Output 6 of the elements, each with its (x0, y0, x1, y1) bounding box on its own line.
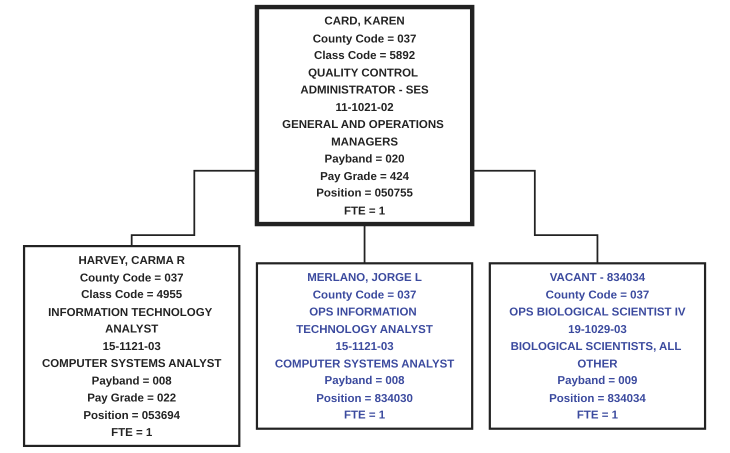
connector (472, 170, 599, 264)
node-box: CARD, KAREN County Code = 037 Class Code = 5892 QUALITY CONTROL ADMINISTRATOR - SES 11-1021-02 GENERAL AND OPERATIONS MANAGERS Payband = 020 Pay Grade = 424 Position = 050755 FTE = 1 (255, 4, 475, 226)
node-box: HARVEY, CARMA R County Code = 037 Class Code = 4955 INFORMATION TECHNOLOGY ANALYST 15-1121-03 COMPUTER SYSTEMS ANALYST Payband = 008 Pay Grade = 022 Position = 053694 FTE = 1 (23, 245, 241, 448)
node-box: VACANT - 834034 County Code = 037 OPS BIOLOGICAL SCIENTIST IV 19-1029-03 BIOLOGICAL SCIENTISTS, ALL OTHER Payband = 009 Position = 834034 FTE = 1 (489, 262, 707, 430)
node-box: MERLANO, JORGE L County Code = 037 OPS INFORMATION TECHNOLOGY ANALYST 15-1121-03 COMPUTER SYSTEMS ANALYST Payband = 008 Position = 834030 FTE = 1 (256, 262, 474, 430)
connector (131, 170, 258, 247)
